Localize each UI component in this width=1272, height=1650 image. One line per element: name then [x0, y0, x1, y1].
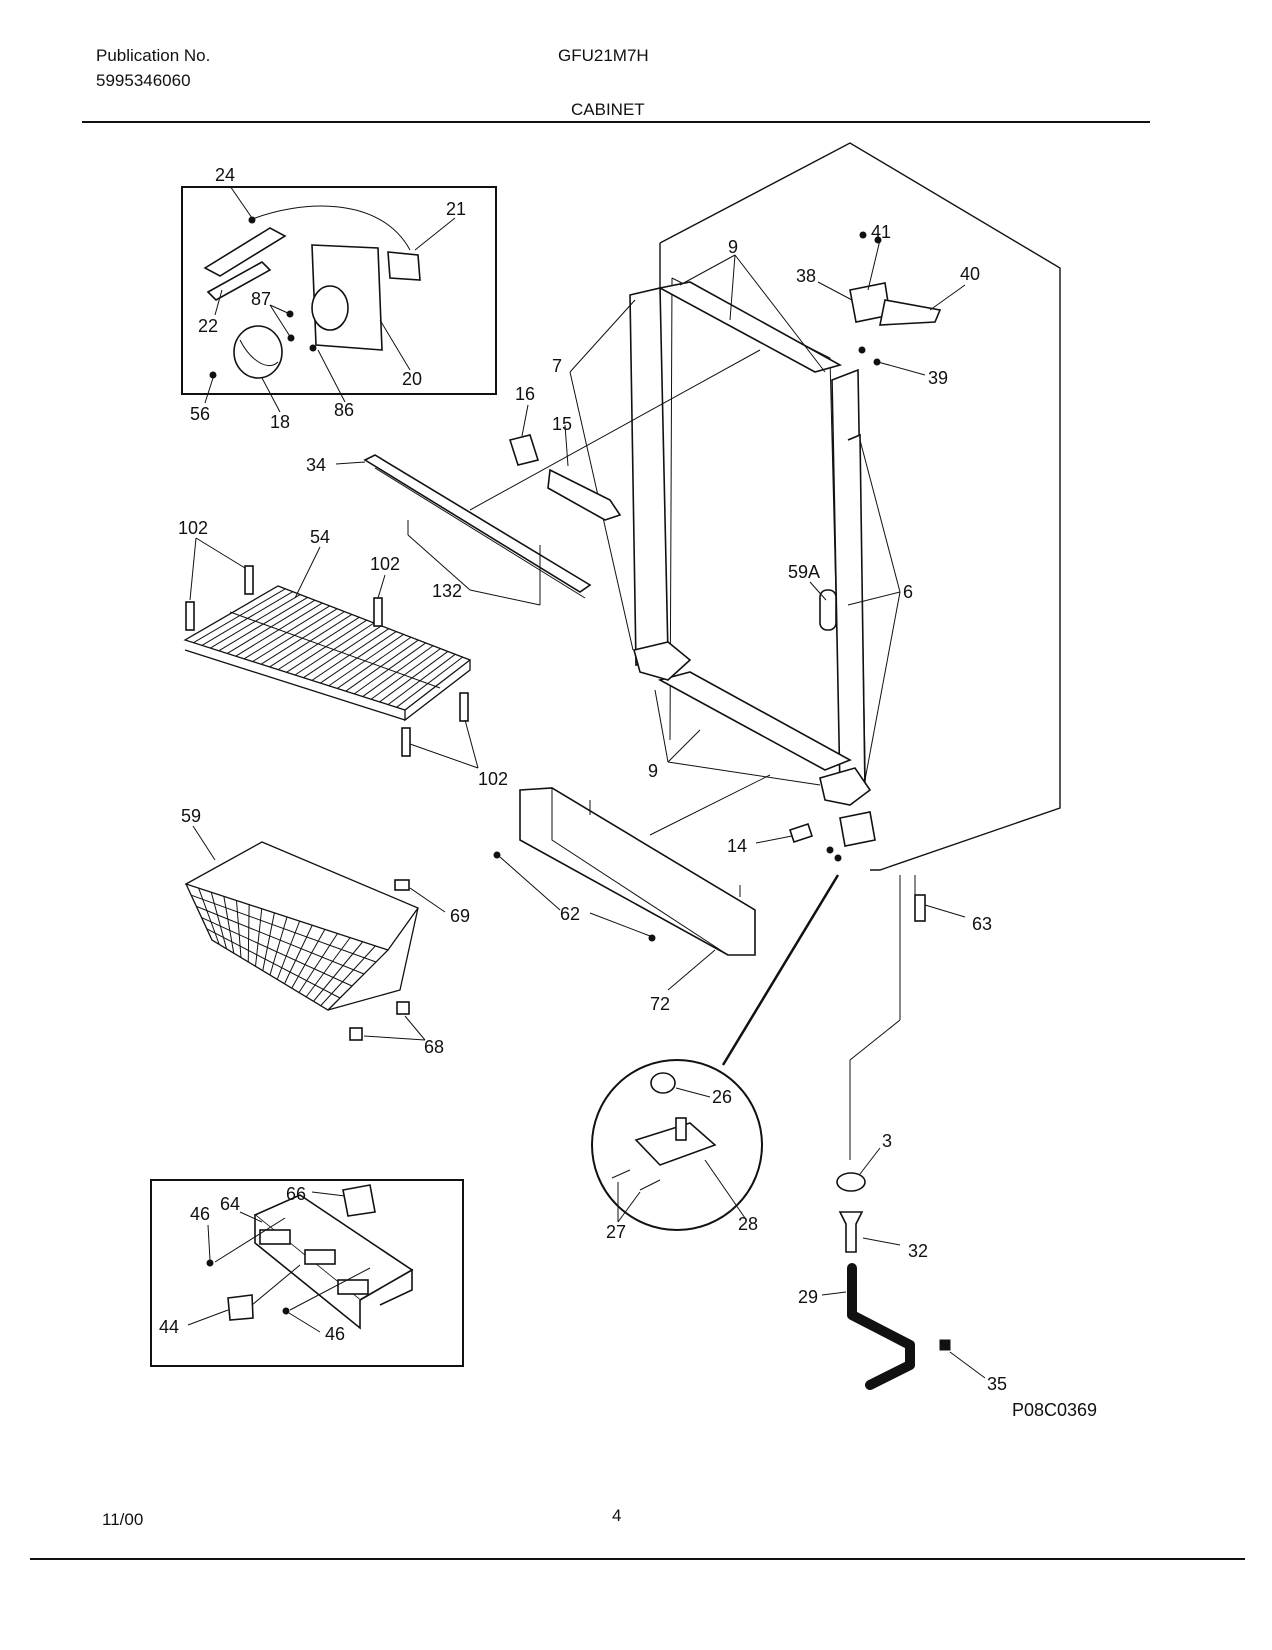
part-label-29: 29 — [798, 1287, 818, 1307]
part-label-28: 28 — [738, 1214, 758, 1234]
part-label-54: 54 — [310, 527, 330, 547]
part-label-21: 21 — [446, 199, 466, 219]
part-label-16: 16 — [515, 384, 535, 404]
part-label-3: 3 — [882, 1131, 892, 1151]
figure-code: P08C0369 — [1012, 1400, 1097, 1420]
part-label-72: 72 — [650, 994, 670, 1014]
part-labels: 24 21 22 87 20 56 18 86 16 15 34 132 102… — [159, 165, 1097, 1420]
part-label-59: 59 — [181, 806, 201, 826]
part-label-18: 18 — [270, 412, 290, 432]
part-label-87: 87 — [251, 289, 271, 309]
shelf-support-bracket — [335, 349, 761, 606]
drain-parts — [821, 1019, 986, 1390]
publication-number: 5995346060 — [96, 71, 191, 90]
part-label-9-bottom: 9 — [648, 761, 658, 781]
cabinet-body — [569, 142, 1061, 1020]
part-label-59A: 59A — [788, 562, 820, 582]
part-label-64: 64 — [220, 1194, 240, 1214]
part-label-20: 20 — [402, 369, 422, 389]
model-number: GFU21M7H — [558, 46, 649, 65]
part-label-102-left: 102 — [178, 518, 208, 538]
wire-basket — [184, 825, 446, 1041]
part-label-6: 6 — [903, 582, 913, 602]
part-label-62: 62 — [560, 904, 580, 924]
part-label-46-bottom: 46 — [325, 1324, 345, 1344]
part-label-69: 69 — [450, 906, 470, 926]
part-label-56: 56 — [190, 404, 210, 424]
footer-date: 11/00 — [102, 1510, 144, 1529]
part-label-24: 24 — [215, 165, 235, 185]
part-label-15: 15 — [552, 414, 572, 434]
part-label-132: 132 — [432, 581, 462, 601]
part-label-40: 40 — [960, 264, 980, 284]
thermostat-parts — [508, 404, 622, 521]
part-label-38: 38 — [796, 266, 816, 286]
part-label-35: 35 — [987, 1374, 1007, 1394]
part-label-14: 14 — [727, 836, 747, 856]
part-label-34: 34 — [306, 455, 326, 475]
header-rule — [82, 121, 1150, 123]
part-label-41: 41 — [871, 222, 891, 242]
part-label-27: 27 — [606, 1222, 626, 1242]
hinge-detail-circle — [591, 874, 840, 1231]
part-label-26: 26 — [712, 1087, 732, 1107]
part-label-22: 22 — [198, 316, 218, 336]
light-assembly-inset — [181, 185, 497, 413]
footer-rule — [30, 1558, 1245, 1560]
part-label-66: 66 — [286, 1184, 306, 1204]
switch-bracket-inset — [150, 1179, 464, 1367]
part-label-7: 7 — [552, 356, 562, 376]
part-label-63: 63 — [972, 914, 992, 934]
publication-label: Publication No. — [96, 46, 211, 65]
wire-shelf — [183, 537, 479, 769]
part-label-39: 39 — [928, 368, 948, 388]
part-label-102-right: 102 — [370, 554, 400, 574]
part-label-46-top: 46 — [190, 1204, 210, 1224]
part-label-86: 86 — [334, 400, 354, 420]
part-label-9-top: 9 — [728, 237, 738, 257]
part-label-32: 32 — [908, 1241, 928, 1261]
section-title: CABINET — [571, 100, 645, 119]
page-number: 4 — [612, 1506, 622, 1525]
part-label-68: 68 — [424, 1037, 444, 1057]
kick-plate — [493, 774, 771, 991]
part-label-44: 44 — [159, 1317, 179, 1337]
part-label-102-bottom: 102 — [478, 769, 508, 789]
